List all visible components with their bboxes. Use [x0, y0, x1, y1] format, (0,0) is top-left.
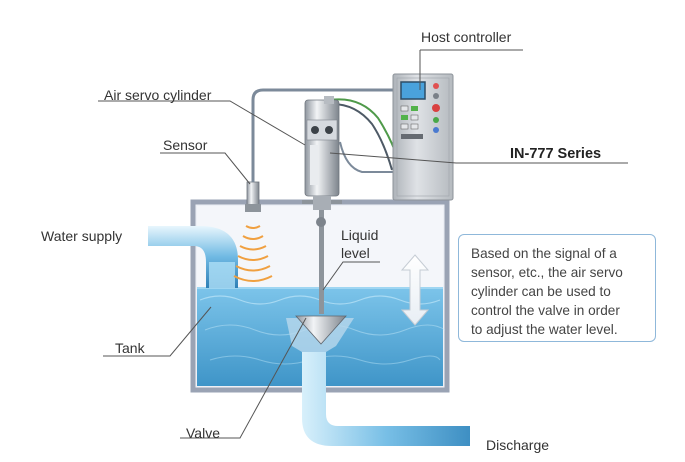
series-label: IN-777 Series — [510, 146, 602, 162]
valve-label: Valve — [186, 425, 220, 441]
controller-screen-icon — [400, 81, 426, 100]
callout-line-1: Based on the signal of a — [471, 246, 617, 261]
air-servo-cylinder-label: Air servo cylinder — [104, 87, 212, 103]
valve — [286, 315, 470, 446]
host-controller-label: Host controller — [421, 29, 512, 45]
callout-line-2: sensor, etc., the air servo — [471, 265, 623, 280]
water-supply-pipe — [148, 226, 238, 288]
leader-lines — [98, 49, 628, 439]
callout-line-5: to adjust the water level. — [471, 322, 618, 337]
callout-line-3: cylinder can be used to — [471, 284, 611, 299]
discharge-label: Discharge — [486, 437, 550, 453]
liquid-level-label-line1: Liquid — [341, 227, 379, 243]
water-stream — [209, 262, 235, 288]
tank-label: Tank — [115, 340, 145, 356]
sensor-wave-icon — [233, 225, 273, 282]
callout-line-4: control the valve in order — [471, 303, 620, 318]
description-callout: Based on the signal of a sensor, etc., t… — [458, 234, 656, 342]
water-supply-label: Water supply — [41, 228, 123, 244]
sensor — [233, 181, 273, 282]
level-arrow-icon — [400, 254, 430, 326]
liquid-level-label-line2: level — [341, 245, 370, 261]
valve-stem — [319, 210, 324, 314]
air-servo-cylinder — [302, 96, 342, 314]
host-controller — [392, 73, 454, 201]
sensor-label: Sensor — [163, 137, 208, 153]
